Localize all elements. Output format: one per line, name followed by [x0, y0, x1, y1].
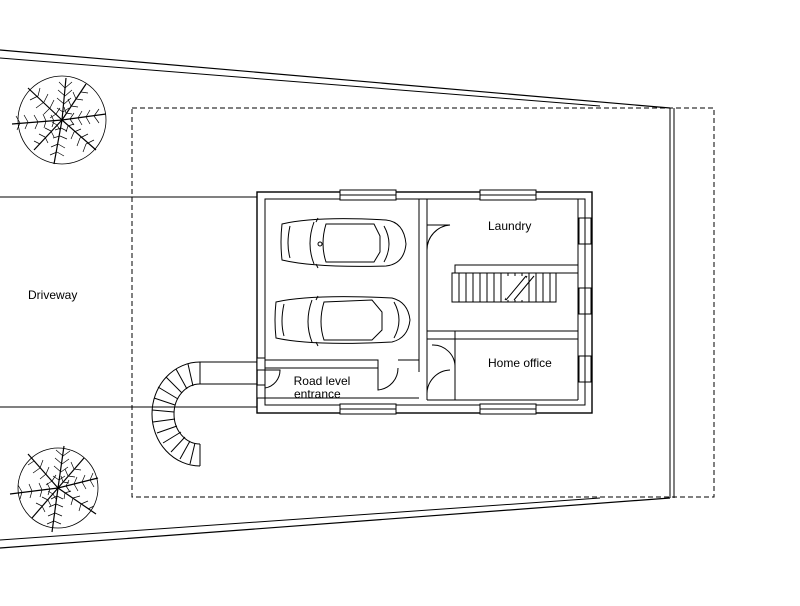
spiral-stair-icon: [151, 361, 257, 467]
label-laundry: Laundry: [488, 219, 532, 233]
palm-tree-icon: [11, 75, 107, 165]
palm-tree-icon: [9, 445, 99, 533]
label-home-office: Home office: [488, 356, 552, 370]
windows: [339, 189, 592, 415]
driveway-edges: [0, 196, 257, 408]
door-swing-icon: [426, 369, 451, 396]
setback-line: [131, 107, 715, 498]
door-swings: [264, 224, 456, 396]
label-road-entrance-line2: entrance: [294, 387, 341, 401]
door-swing-icon: [431, 344, 456, 369]
label-road-entrance: Road level entrance: [290, 375, 354, 401]
door-swing-icon: [264, 369, 281, 389]
door-swing-icon: [377, 367, 399, 391]
property-boundary: [0, 49, 675, 549]
door-swing-icon: [426, 224, 451, 251]
building-walls: [256, 191, 593, 414]
car-icon: [274, 295, 411, 347]
label-driveway: Driveway: [28, 288, 78, 302]
car-icon: [280, 217, 407, 269]
stair-icon: [451, 272, 557, 303]
label-road-entrance-line1: Road level: [293, 374, 351, 388]
